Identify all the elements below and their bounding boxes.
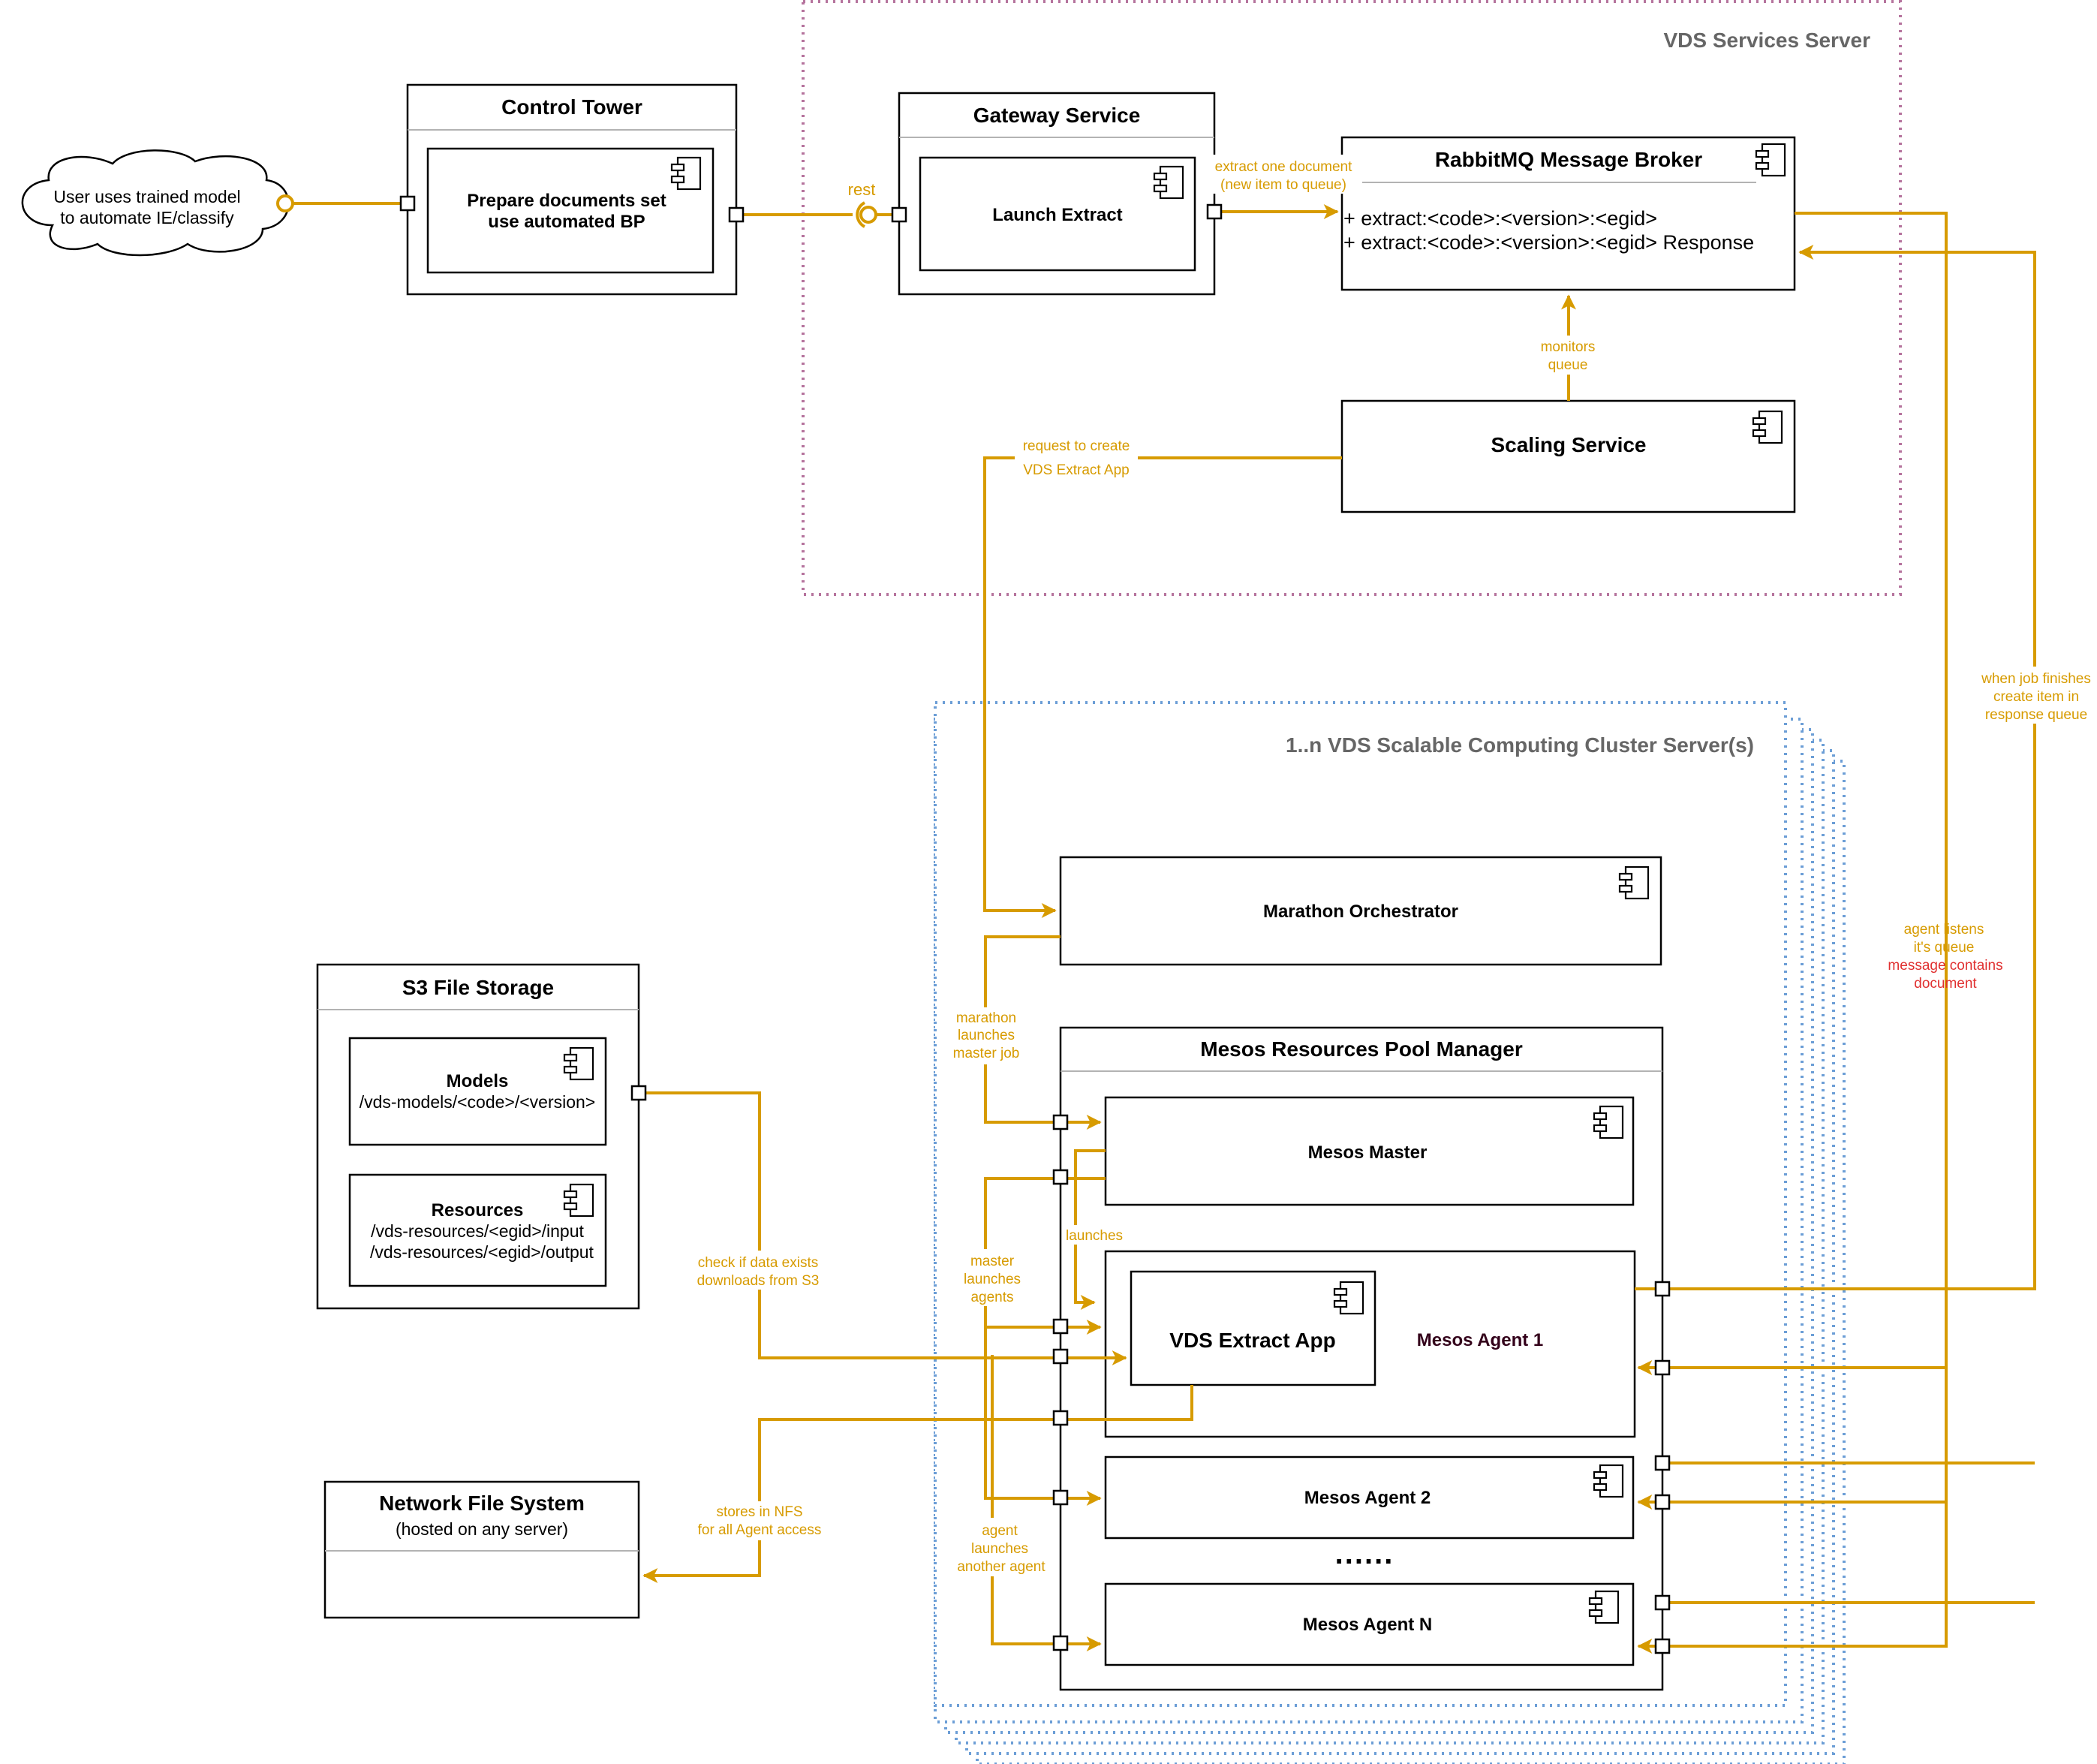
label-master-launches-1: master bbox=[970, 1254, 1015, 1269]
component-icon bbox=[1593, 1464, 1624, 1498]
edge-labels: extract one document (new item to queue)… bbox=[686, 155, 2094, 1576]
s3-resources-path1: /vds-resources/<egid>/input bbox=[371, 1221, 584, 1241]
control-tower-component: Control Tower Prepare documents set use … bbox=[406, 83, 738, 296]
label-extract-doc-2: (new item to queue) bbox=[1220, 177, 1346, 193]
actor-line2: to automate IE/classify bbox=[60, 208, 234, 227]
required-interface-icon bbox=[856, 201, 866, 228]
mesos-master-title: Mesos Master bbox=[1308, 1142, 1428, 1163]
label-job-finishes-1: when job finishes bbox=[1981, 671, 2091, 687]
nfs-subtitle: (hosted on any server) bbox=[396, 1519, 568, 1539]
component-icon bbox=[1752, 410, 1783, 444]
user-actor-cloud: User uses trained model to automate IE/c… bbox=[21, 149, 290, 257]
marathon-orchestrator-component: Marathon Orchestrator bbox=[1059, 856, 1662, 966]
label-job-finishes-2: create item in bbox=[1993, 689, 2079, 705]
component-icon bbox=[1153, 165, 1184, 200]
component-icon bbox=[670, 156, 702, 191]
cluster-region-title: 1..n VDS Scalable Computing Cluster Serv… bbox=[1286, 733, 1754, 757]
label-marathon-launches-2: launches bbox=[958, 1028, 1015, 1043]
label-launches: launches bbox=[1066, 1228, 1123, 1244]
stores-nfs-arrow bbox=[642, 1385, 1193, 1583]
label-marathon-launches-1: marathon bbox=[956, 1010, 1016, 1026]
rabbitmq-broker-component: RabbitMQ Message Broker + extract:<code>… bbox=[1340, 136, 1796, 291]
control-tower-inner-line2: use automated BP bbox=[488, 212, 645, 232]
label-agent-launches-3: another agent bbox=[957, 1559, 1045, 1575]
agents-ellipsis: ...... bbox=[1335, 1537, 1394, 1570]
agent-listens-agent1-arrow bbox=[1637, 212, 1948, 1375]
gateway-inner: Launch Extract bbox=[992, 205, 1122, 225]
vds-extract-app-title: VDS Extract App bbox=[1169, 1329, 1335, 1352]
s3-download-arrow bbox=[639, 1091, 1127, 1365]
gateway-service-component: Gateway Service Launch Extract bbox=[898, 92, 1216, 296]
s3-storage-component: S3 File Storage Models /vds-models/<code… bbox=[316, 963, 640, 1310]
label-stores-nfs-1: stores in NFS bbox=[716, 1504, 802, 1520]
mesos-agent2-title: Mesos Agent 2 bbox=[1304, 1488, 1431, 1508]
ports bbox=[399, 195, 1671, 1654]
label-extract-doc-1: extract one document bbox=[1215, 159, 1352, 175]
s3-models-path: /vds-models/<code>/<version> bbox=[360, 1092, 596, 1112]
label-request-create-2: VDS Extract App bbox=[1023, 462, 1130, 478]
mesos-agentN-box bbox=[1104, 1582, 1635, 1666]
label-agent-listens-4: document bbox=[1914, 976, 1977, 992]
rest-interface-icon bbox=[859, 206, 877, 224]
request-create-arrow bbox=[983, 456, 1342, 918]
mesos-pool-manager-component: Mesos Resources Pool Manager Mesos Maste… bbox=[1059, 1026, 1664, 1691]
rest-label: rest bbox=[848, 180, 876, 199]
component-icon bbox=[1618, 865, 1650, 900]
mesos-agent2-box bbox=[1104, 1455, 1635, 1540]
label-agent-launches-2: launches bbox=[971, 1541, 1028, 1557]
component-icon bbox=[563, 1183, 594, 1218]
services-region: VDS Services Server bbox=[802, 0, 1902, 596]
s3-resources-path2: /vds-resources/<egid>/output bbox=[370, 1242, 594, 1262]
mesos-agent1-title: Mesos Agent 1 bbox=[1417, 1330, 1543, 1350]
actor-line1: User uses trained model bbox=[53, 187, 240, 206]
mesos-master-box bbox=[1104, 1096, 1635, 1206]
agent-listens-agentN-arrow bbox=[1637, 1502, 1948, 1654]
component-icon bbox=[1593, 1105, 1624, 1139]
scaling-service-component: Scaling Service bbox=[1340, 399, 1796, 513]
provided-interface-icon bbox=[276, 194, 294, 212]
label-check-s3-2: downloads from S3 bbox=[697, 1273, 820, 1289]
mesos-agentN-title: Mesos Agent N bbox=[1303, 1615, 1432, 1635]
label-master-launches-2: launches bbox=[964, 1272, 1021, 1287]
component-icon bbox=[1333, 1281, 1364, 1315]
nfs-title: Network File System bbox=[379, 1492, 585, 1515]
label-check-s3-1: check if data exists bbox=[698, 1255, 819, 1271]
master-launches-agents-arrow bbox=[984, 1177, 1106, 1506]
component-icon bbox=[1588, 1590, 1620, 1624]
component-icon bbox=[563, 1046, 594, 1081]
mesos-title: Mesos Resources Pool Manager bbox=[1200, 1037, 1523, 1061]
services-region-title: VDS Services Server bbox=[1663, 29, 1870, 52]
label-job-finishes-3: response queue bbox=[1985, 707, 2087, 723]
label-marathon-launches-3: master job bbox=[953, 1046, 1020, 1061]
component-icon bbox=[1755, 143, 1786, 177]
gateway-title: Gateway Service bbox=[973, 104, 1141, 127]
label-monitors-1: monitors bbox=[1541, 339, 1596, 355]
label-agent-listens-3: message contains bbox=[1888, 958, 2002, 974]
label-agent-listens-1: agent listens bbox=[1904, 922, 1984, 938]
control-tower-inner-line1: Prepare documents set bbox=[467, 191, 666, 211]
broker-title: RabbitMQ Message Broker bbox=[1435, 148, 1702, 171]
control-tower-title: Control Tower bbox=[501, 95, 642, 119]
scaling-title: Scaling Service bbox=[1491, 433, 1646, 456]
label-agent-listens-2: it's queue bbox=[1914, 940, 1975, 956]
s3-models-title: Models bbox=[447, 1071, 509, 1091]
label-monitors-2: queue bbox=[1548, 357, 1588, 373]
job-finishes-response-arrow bbox=[1635, 245, 2036, 1290]
label-request-create-1: request to create bbox=[1023, 438, 1130, 454]
label-stores-nfs-2: for all Agent access bbox=[698, 1522, 822, 1538]
broker-attr2: + extract:<code>:<version>:<egid> Respon… bbox=[1343, 231, 1754, 254]
label-agent-launches-1: agent bbox=[982, 1523, 1018, 1539]
label-master-launches-3: agents bbox=[970, 1290, 1013, 1305]
s3-resources-title: Resources bbox=[432, 1200, 524, 1221]
broker-attr1: + extract:<code>:<version>:<egid> bbox=[1343, 207, 1657, 230]
marathon-title: Marathon Orchestrator bbox=[1263, 902, 1458, 922]
s3-title: S3 File Storage bbox=[402, 976, 554, 999]
nfs-component: Network File System (hosted on any serve… bbox=[323, 1480, 640, 1619]
